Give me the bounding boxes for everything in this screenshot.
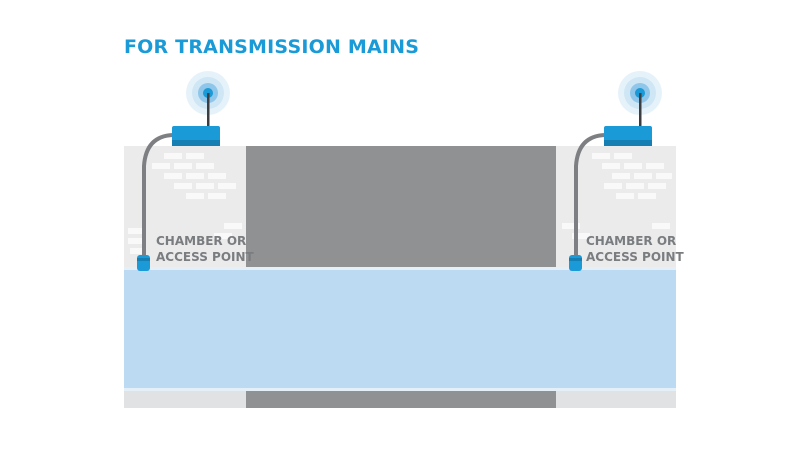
ground-bottom-left [124,391,246,408]
chamber-label-right: CHAMBER OR ACCESS POINT [586,233,684,265]
diagram-title: FOR TRANSMISSION MAINS [124,36,420,58]
brick-pattern-left [128,153,242,254]
chamber-label-line2: ACCESS POINT [156,250,254,264]
antenna-icon [207,93,210,127]
chamber-label-line1: CHAMBER OR [156,234,247,248]
water-main-pipe [124,270,676,388]
brick-pattern-right [562,153,672,239]
ground-bottom-road [246,391,556,408]
chamber-label-line2: ACCESS POINT [586,250,684,264]
logger-left [137,71,230,271]
antenna-icon [639,93,642,127]
chamber-label-line1: CHAMBER OR [586,234,677,248]
ground-bottom-right [556,391,676,408]
logger-right [569,71,662,271]
pipe-bottom-edge [124,388,676,391]
logger-device-icon [172,126,220,146]
pipe-top-edge [124,267,676,270]
sensor-probe-icon [569,255,582,271]
sensor-probe-icon [137,255,150,271]
logger-device-icon [604,126,652,146]
chamber-label-left: CHAMBER OR ACCESS POINT [156,233,254,265]
road-section [246,146,556,267]
sensor-cable [142,133,174,256]
sensor-cable [574,133,606,256]
